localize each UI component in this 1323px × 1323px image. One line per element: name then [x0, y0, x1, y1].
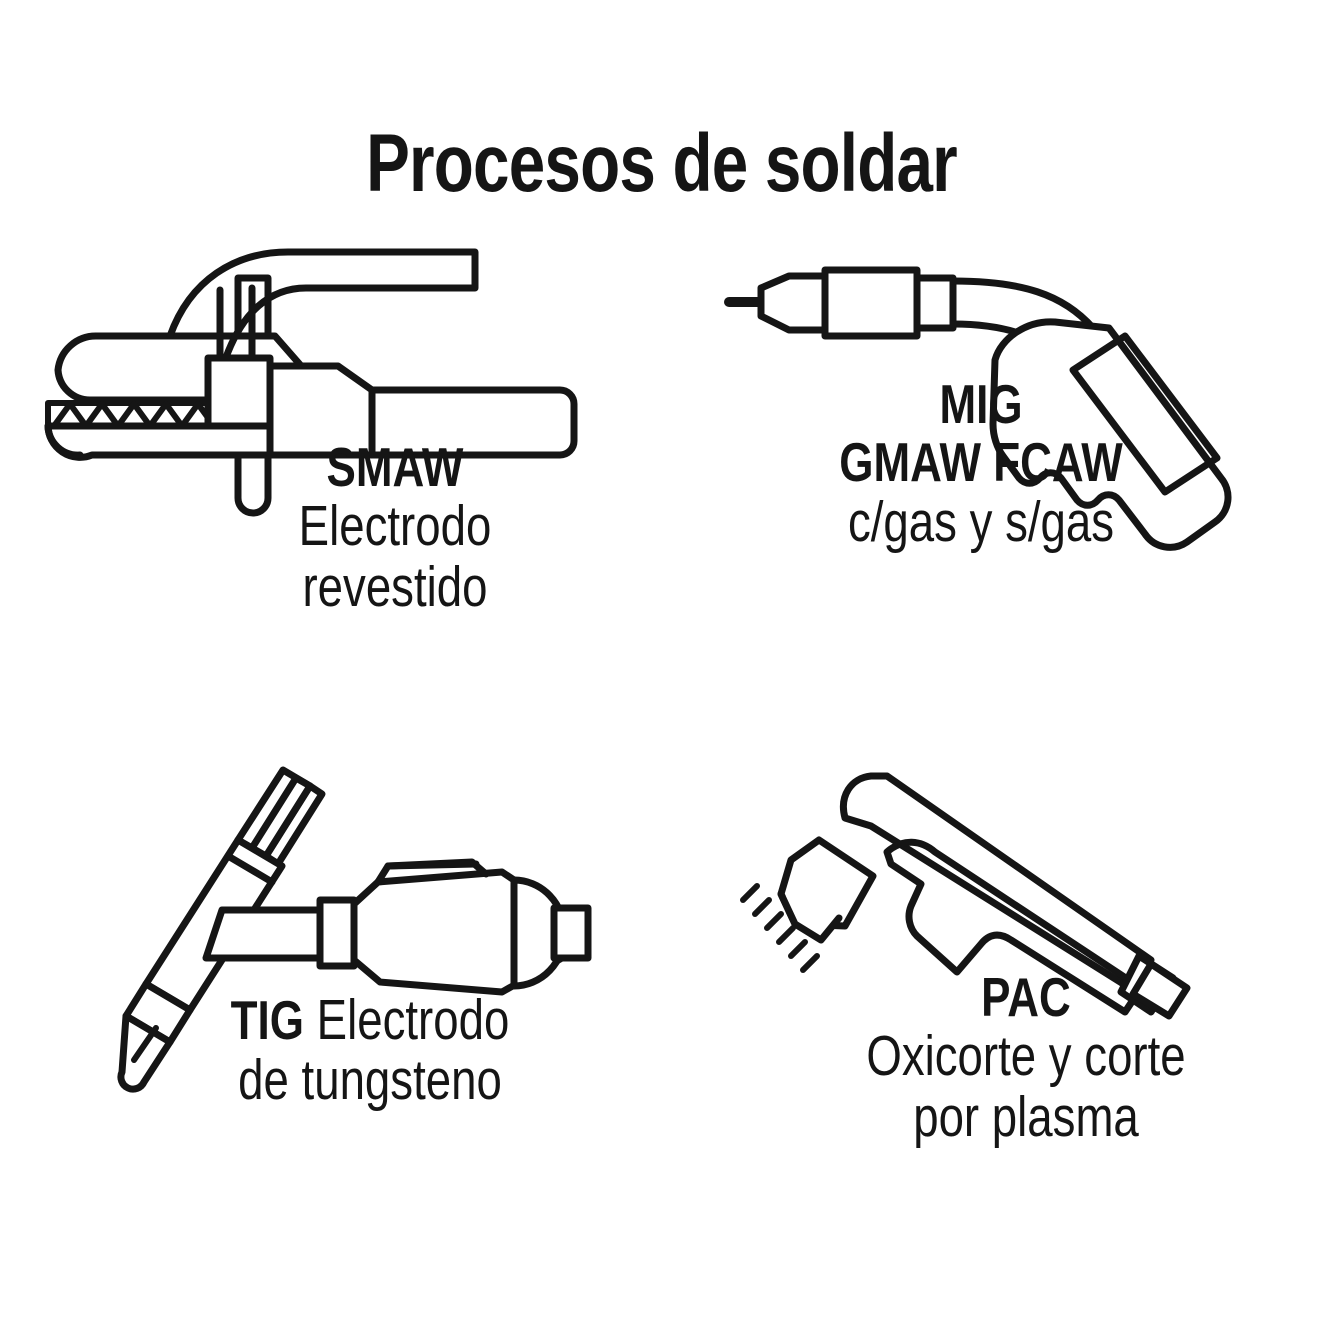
stick-electrode-holder-icon	[20, 240, 620, 530]
plasma-arc-lines	[740, 883, 820, 973]
plasma-cutting-torch-icon	[721, 750, 1221, 1030]
caption-tig: TIG Electrodo de tungsteno	[90, 990, 650, 1111]
page-title: Procesos de soldar	[366, 118, 958, 209]
desc-smaw-line-2: revestido	[302, 554, 488, 619]
acronym-tig-line: TIG Electrodo	[146, 990, 594, 1050]
desc-pac-line-1: Oxicorte y corte	[866, 1024, 1186, 1089]
desc-pac-line-2: por plasma	[913, 1084, 1139, 1149]
acronym-pac: PAC	[981, 966, 1071, 1028]
desc-mig-line-1: c/gas y s/gas	[847, 489, 1115, 554]
caption-smaw: SMAW Electrodo revestido	[130, 438, 660, 617]
process-card-pac: PAC Oxicorte y corte por plasma	[661, 740, 1322, 1240]
desc-tig-line-2: de tungsteno	[238, 1048, 502, 1113]
acronym-mig: MIG	[939, 373, 1023, 435]
process-card-smaw: SMAW Electrodo revestido	[0, 240, 661, 740]
tig-torch-icon	[110, 760, 700, 1093]
desc-smaw-line-1: Electrodo	[298, 494, 492, 559]
acronym-tig: TIG	[230, 989, 304, 1051]
caption-pac: PAC Oxicorte y corte por plasma	[746, 968, 1306, 1147]
caption-mig: MIG GMAW FCAW c/gas y s/gas	[681, 375, 1281, 552]
process-card-tig: TIG Electrodo de tungsteno	[0, 740, 661, 1240]
process-card-mig: MIG GMAW FCAW c/gas y s/gas	[661, 240, 1322, 740]
acronym-smaw: SMAW	[326, 436, 464, 498]
mig-welding-gun-icon	[721, 250, 1261, 590]
acronym-mig-line-2: GMAW FCAW	[839, 431, 1123, 494]
desc-tig-inline: Electrodo	[316, 988, 510, 1052]
